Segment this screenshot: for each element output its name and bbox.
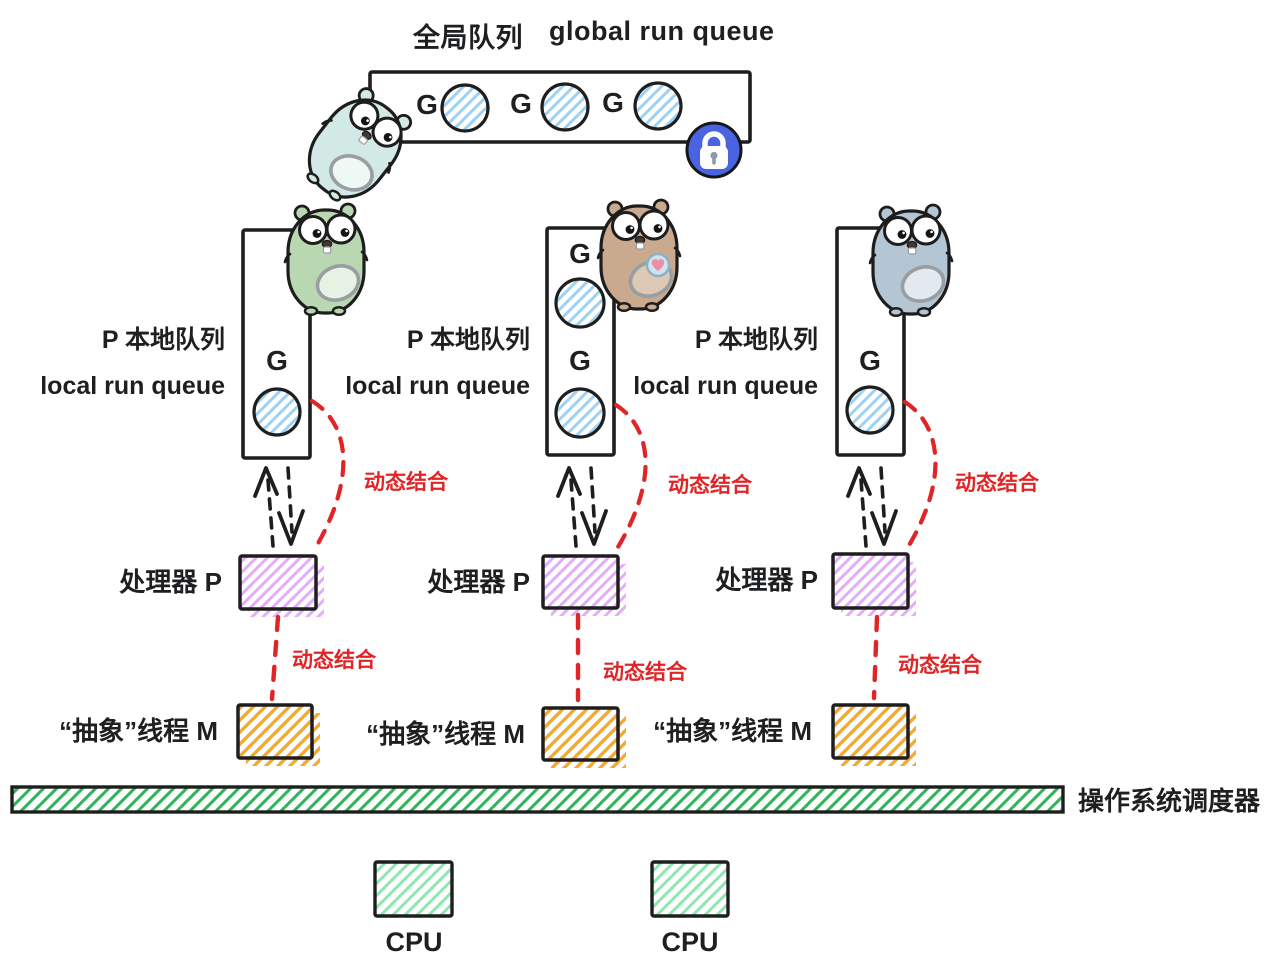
queue-processor-arrows-1 [253, 466, 305, 548]
thread-label-1: “抽象”线程 M [59, 716, 218, 746]
dynamic-link-label: 动态结合 [603, 661, 687, 684]
goroutine-circle [252, 387, 302, 437]
lock-icon [685, 121, 743, 179]
goroutine-circle [540, 82, 590, 132]
queue-processor-arrows-3 [846, 466, 898, 548]
dynamic-link-curve-2 [613, 402, 648, 550]
thread-box-2 [541, 706, 626, 768]
queue-processor-arrows-2 [556, 466, 608, 548]
goroutine-label: G [569, 345, 591, 376]
goroutine-label: G [569, 238, 591, 269]
dynamic-link-label: 动态结合 [668, 474, 752, 497]
cpu-box-1 [373, 860, 454, 918]
brown-gopher-with-pacifier [596, 198, 682, 313]
global-run-queue-box [368, 70, 752, 144]
local-queue-label-zh: P 本地队列 [406, 326, 530, 354]
goroutine-label: G [510, 88, 532, 119]
thread-label-2: “抽象”线程 M [366, 719, 525, 749]
dynamic-link-label: 动态结合 [292, 649, 376, 672]
dynamic-link-label: 动态结合 [955, 472, 1039, 495]
processor-label-3: 处理器 P [715, 565, 818, 595]
cpu-box-2 [650, 860, 730, 918]
goroutine-circle [554, 387, 606, 439]
processor-label-2: 处理器 P [427, 567, 530, 597]
dynamic-link-curve-1 [309, 398, 346, 550]
goroutine-label: G [602, 87, 624, 118]
goroutine-label: G [266, 345, 288, 376]
local-queue-label-zh: P 本地队列 [101, 326, 225, 354]
goroutine-circle [845, 385, 895, 435]
processor-box-2 [541, 554, 626, 616]
dynamic-link-line-1 [269, 614, 281, 702]
green-gopher [283, 202, 369, 317]
thread-box-3 [831, 703, 916, 766]
local-queue-label-3: P 本地队列 local run queue [633, 317, 818, 409]
blue-gopher [868, 203, 954, 318]
thread-box-1 [236, 703, 320, 766]
dynamic-link-curve-3 [902, 399, 938, 550]
dynamic-link-line-3 [871, 614, 880, 701]
local-queue-label-2: P 本地队列 local run queue [345, 317, 530, 409]
os-scheduler-bar [10, 785, 1065, 814]
goroutine-circle [554, 277, 606, 329]
goroutine-circle [440, 83, 490, 133]
local-queue-label-zh: P 本地队列 [694, 326, 818, 354]
processor-label-1: 处理器 P [119, 567, 222, 597]
diagram-title: 全局队列 global run queue [413, 16, 775, 55]
thread-label-3: “抽象”线程 M [653, 716, 812, 746]
goroutine-label: G [416, 89, 438, 120]
cpu-label-1: CPU [385, 927, 443, 957]
processor-box-1 [238, 554, 324, 617]
local-queue-label-en: local run queue [40, 372, 225, 400]
dynamic-link-label: 动态结合 [898, 654, 982, 677]
local-queue-label-en: local run queue [633, 372, 818, 400]
local-queue-label-1: P 本地队列 local run queue [40, 317, 225, 409]
cpu-label-2: CPU [661, 927, 719, 957]
processor-box-3 [831, 552, 916, 616]
title-zh: 全局队列 [413, 23, 523, 53]
local-run-queue-box-2 [545, 226, 616, 457]
goroutine-circle [633, 81, 683, 131]
goroutine-label: G [859, 345, 881, 376]
local-queue-label-en: local run queue [345, 372, 530, 400]
os-scheduler-label: 操作系统调度器 [1078, 786, 1261, 816]
title-en: global run queue [549, 16, 775, 46]
dynamic-link-label: 动态结合 [364, 471, 448, 494]
